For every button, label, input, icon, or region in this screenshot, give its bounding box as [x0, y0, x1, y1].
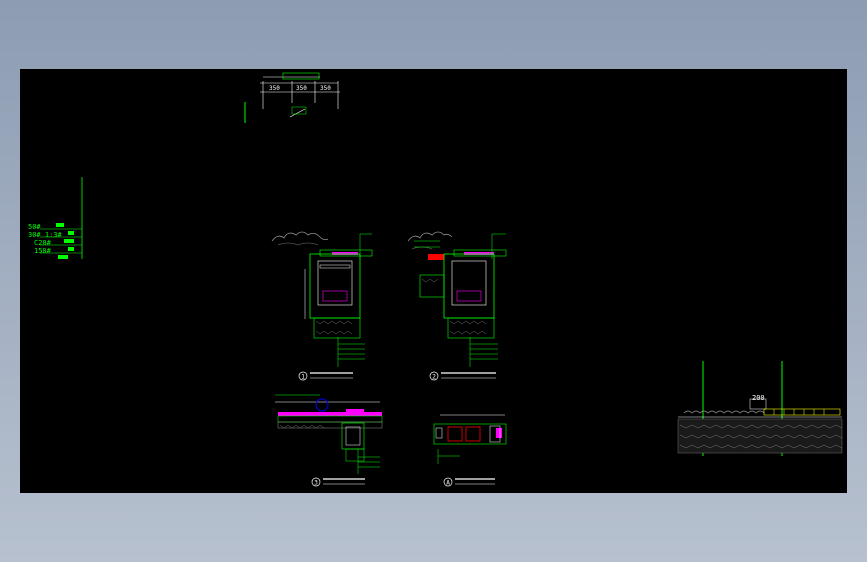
detail-4-tag: A	[446, 480, 450, 487]
cad-drawing-canvas[interactable]: 350 350 350 50# 30# 1:3# C20# 150#	[20, 69, 847, 493]
top-dimension-block: 350 350 350	[244, 72, 340, 123]
detail-3-section: 3	[275, 394, 383, 487]
detail-1-section: 1	[271, 231, 373, 381]
cad-drawing: 350 350 350 50# 30# 1:3# C20# 150#	[28, 72, 843, 487]
layer-label-3: C20#	[34, 239, 52, 247]
layer-label-2: 30# 1:3#	[28, 231, 63, 239]
layer-label-1: 50#	[28, 223, 41, 231]
right-ground-section: 200	[677, 361, 843, 456]
top-dim-1: 350	[269, 85, 280, 92]
detail-4-plan: A	[433, 414, 507, 487]
detail-1-tag: 1	[301, 374, 305, 381]
right-dim-label: 200	[752, 394, 765, 402]
detail-3-tag: 3	[314, 480, 318, 487]
top-dim-3: 350	[320, 85, 331, 92]
left-layer-legend: 50# 30# 1:3# C20# 150#	[28, 177, 83, 259]
top-dim-2: 350	[296, 85, 307, 92]
detail-2-tag: 2	[432, 374, 436, 381]
layer-label-4: 150#	[34, 247, 52, 255]
detail-2-section: 2	[407, 231, 507, 381]
